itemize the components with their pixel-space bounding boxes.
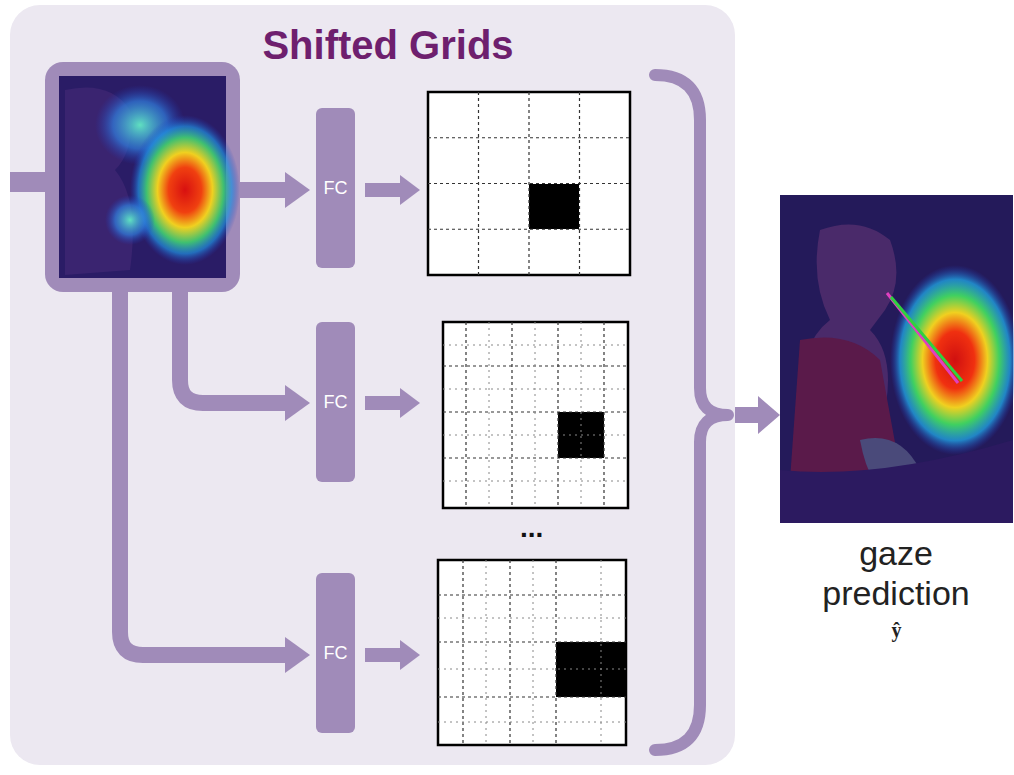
fc-layer-box: FC xyxy=(316,322,355,482)
attention-heatmap-part xyxy=(130,115,240,265)
connector-bands-part xyxy=(180,290,288,403)
fc-layer-box: FC xyxy=(316,573,355,733)
panel-title: Shifted Grids xyxy=(262,23,513,68)
attention-heatmap-part xyxy=(105,195,155,245)
photo-scene xyxy=(780,195,1014,523)
connector-bands-part xyxy=(365,183,402,197)
grid-2 xyxy=(443,322,628,508)
connector-bands-part xyxy=(400,640,420,670)
photo-scene-part xyxy=(890,265,1014,455)
connector-bands-part xyxy=(10,172,48,192)
grid-1 xyxy=(428,92,630,275)
layer-label: FC xyxy=(324,392,348,413)
connector-bands-part xyxy=(285,385,310,421)
merge-arrow xyxy=(735,396,780,434)
grid-2-part xyxy=(443,322,628,508)
arrow-shaft xyxy=(735,407,760,423)
shifted-grids-panel: Shifted GridsFC FC FC xyxy=(10,5,735,765)
grid-3-part xyxy=(438,560,626,745)
fc-layer-box: FC xyxy=(316,108,355,268)
connector-bands-part xyxy=(400,175,420,205)
image-caption: gaze prediction xyxy=(796,533,996,613)
connector-bands-part xyxy=(400,388,420,418)
grid-1-part xyxy=(529,184,579,229)
layer-label: FC xyxy=(324,178,348,199)
attention-heatmap xyxy=(45,62,240,292)
photo-scene-part xyxy=(780,440,1013,523)
arrow-head xyxy=(758,396,780,434)
grid-1-part xyxy=(428,92,630,275)
merge-bracket xyxy=(655,75,728,750)
connector-bands-part xyxy=(285,637,310,673)
prediction-image: gaze predictionŷ xyxy=(780,195,1013,523)
layer-label: FC xyxy=(324,643,348,664)
photo-scene-part xyxy=(891,297,962,381)
grid-2-part xyxy=(443,322,628,508)
grid-3-part xyxy=(438,560,626,745)
grid-3-part xyxy=(438,560,626,745)
grid-1-part xyxy=(428,92,630,275)
connector-bands-part xyxy=(365,648,402,662)
connector-bands-part xyxy=(285,172,310,208)
connector-bands-part xyxy=(365,396,402,410)
grid-3 xyxy=(438,560,626,745)
attention-heatmap-part xyxy=(45,62,240,292)
grid-3-part xyxy=(556,642,626,697)
connector-bands-part xyxy=(120,290,288,655)
grid-2-part xyxy=(443,322,628,508)
connector-bands-part xyxy=(240,182,288,198)
ellipsis-label: ... xyxy=(520,512,543,544)
prediction-symbol: ŷ xyxy=(780,619,1013,642)
